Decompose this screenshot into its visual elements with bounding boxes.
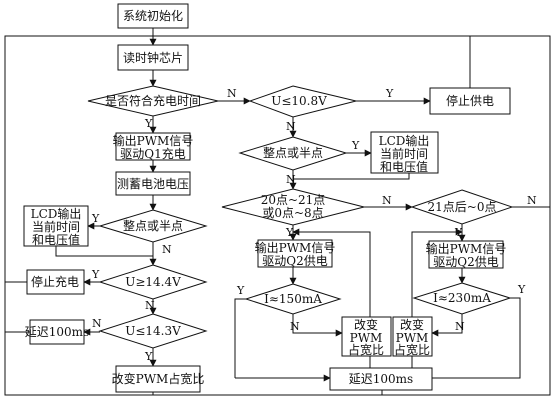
node-lcd-left-line3: 和电压值 xyxy=(32,232,80,247)
node-change-ratio-a-line3: 占宽比 xyxy=(348,342,384,357)
node-output-pwm-q2-a-line2: 驱动Q2供电 xyxy=(262,254,327,268)
label-n-hourleft: N xyxy=(162,243,172,256)
label-y-hourleft: Y xyxy=(91,212,100,225)
node-stop-charge: 停止充电 xyxy=(26,269,85,295)
edge-i230-delay xyxy=(432,297,521,379)
label-n-after21: N xyxy=(527,194,537,207)
edge-lcdright-merge xyxy=(293,173,410,180)
edge-changeb-loop xyxy=(411,228,463,317)
label-n-u144: N xyxy=(145,299,155,312)
decision-hour-half-left: 整点或半点 xyxy=(98,209,208,243)
label-n-timerange: N xyxy=(382,194,392,207)
edge-i230-changeb xyxy=(431,314,463,337)
node-output-pwm-q2-b: 输出PWM信号 驱动Q2供电 xyxy=(426,240,507,269)
node-output-pwm-q2-a: 输出PWM信号 驱动Q2供电 xyxy=(255,239,336,268)
decision-charge-time-label: 是否符合充电时间 xyxy=(105,93,201,108)
decision-u-le-10-8: U≤10.8V xyxy=(248,85,357,118)
node-change-ratio-b-line2: PWM xyxy=(396,331,429,345)
decision-u-ge-14-4-label: U≥14.4V xyxy=(125,275,181,289)
node-change-pwm-left-label: 改变PWM占宽比 xyxy=(112,371,205,386)
node-change-ratio-b-line3: 占宽比 xyxy=(394,342,430,357)
node-measure-battery-label: 测蓄电池电压 xyxy=(117,177,189,191)
node-change-ratio-a-line2: PWM xyxy=(350,331,383,345)
node-lcd-left-line2: 当前时间 xyxy=(32,219,80,234)
edge-i150-changea xyxy=(292,314,343,337)
node-lcd-left: LCD输出 当前时间 和电压值 xyxy=(23,205,89,247)
outer-loop-frame xyxy=(4,35,551,396)
decision-time-range: 20点~21点 或0点~8点 xyxy=(221,188,365,226)
label-n-u108: N xyxy=(286,120,296,133)
node-stop-supply: 停止供电 xyxy=(429,87,511,115)
node-output-pwm-q2-b-line1: 输出PWM信号 xyxy=(426,241,507,256)
node-output-pwm-q2-a-line1: 输出PWM信号 xyxy=(255,240,336,255)
decision-i-150: I≈150mA xyxy=(244,283,342,315)
decision-i-150-label: I≈150mA xyxy=(264,292,322,306)
node-stop-supply-label: 停止供电 xyxy=(446,93,494,108)
node-change-ratio-a-line1: 改变 xyxy=(354,317,378,332)
node-delay-right: 延迟100ms xyxy=(329,367,433,391)
label-y-timerange: Y xyxy=(285,226,294,239)
node-output-pwm-q1-line2: 驱动Q1充电 xyxy=(120,146,185,161)
node-change-ratio-a: 改变 PWM 占宽比 xyxy=(341,316,392,357)
decision-hour-half-left-label: 整点或半点 xyxy=(123,218,183,233)
decision-u-le-14-3: U≤14.3V xyxy=(98,313,208,349)
decision-hour-half-right: 整点或半点 xyxy=(238,136,348,171)
decision-charge-time: 是否符合充电时间 xyxy=(87,85,219,117)
decision-i-230: I≈230mA xyxy=(412,282,512,315)
decision-u-le-14-3-label: U≤14.3V xyxy=(125,324,181,338)
node-delay-left: 延迟100ms xyxy=(25,319,89,345)
decision-i-230-label: I≈230mA xyxy=(433,291,491,305)
node-init: 系统初始化 xyxy=(117,3,189,29)
label-n-i150: N xyxy=(290,320,300,333)
edge-lcd-merge xyxy=(55,246,153,257)
decision-hour-half-right-label: 整点或半点 xyxy=(263,145,323,160)
label-y-i150: Y xyxy=(236,284,245,297)
decision-time-range-line1: 20点~21点 xyxy=(261,193,326,207)
node-lcd-right-line3: 和电压值 xyxy=(380,159,428,174)
node-change-ratio-b: 改变 PWM 占宽比 xyxy=(392,316,433,357)
decision-u-le-10-8-label: U≤10.8V xyxy=(271,94,327,108)
decision-after-21: 21点后~0点 xyxy=(410,189,514,225)
node-change-ratio-b-line1: 改变 xyxy=(400,317,424,332)
node-read-clock-label: 读时钟芯片 xyxy=(123,50,183,65)
node-lcd-right-line2: 当前时间 xyxy=(380,146,428,161)
label-y-u108: Y xyxy=(385,87,394,100)
node-output-pwm-q2-b-line2: 驱动Q2供电 xyxy=(433,255,498,269)
node-output-pwm-q1-line1: 输出PWM信号 xyxy=(113,133,194,148)
label-y-hourright: Y xyxy=(351,139,360,152)
label-y-u144: Y xyxy=(91,268,100,281)
node-read-clock: 读时钟芯片 xyxy=(117,44,189,71)
label-n-i230: N xyxy=(455,320,465,333)
node-lcd-right: LCD输出 当前时间 和电压值 xyxy=(370,131,439,174)
branch-labels: N Y Y N Y N N Y Y N Y N N Y N Y Y N Y N xyxy=(91,87,537,363)
decision-time-range-line2: 或0点~8点 xyxy=(262,206,323,220)
decision-after-21-label: 21点后~0点 xyxy=(428,200,497,214)
node-lcd-left-line1: LCD输出 xyxy=(31,206,82,221)
node-output-pwm-q1: 输出PWM信号 驱动Q1充电 xyxy=(113,132,194,161)
label-n-hourright: N xyxy=(286,173,296,186)
node-change-pwm-left: 改变PWM占宽比 xyxy=(112,365,205,393)
edge-i150-delay xyxy=(234,298,246,378)
node-stop-charge-label: 停止充电 xyxy=(31,274,79,289)
node-init-label: 系统初始化 xyxy=(123,9,183,23)
label-n-u143: N xyxy=(92,317,102,330)
node-delay-right-label: 延迟100ms xyxy=(349,372,413,386)
node-lcd-right-line1: LCD输出 xyxy=(379,133,430,148)
label-y-u143: Y xyxy=(144,350,153,363)
connectors xyxy=(4,28,551,396)
label-y-chargeq: Y xyxy=(144,117,153,130)
label-n-chargeq: N xyxy=(227,87,237,100)
decision-u-ge-14-4: U≥14.4V xyxy=(98,264,208,300)
edge-changea-loop xyxy=(292,228,371,317)
label-y-i230: Y xyxy=(517,283,526,296)
node-delay-left-label: 延迟100ms xyxy=(25,325,89,339)
node-measure-battery: 测蓄电池电压 xyxy=(115,171,191,196)
label-y-after21: Y xyxy=(454,226,463,239)
